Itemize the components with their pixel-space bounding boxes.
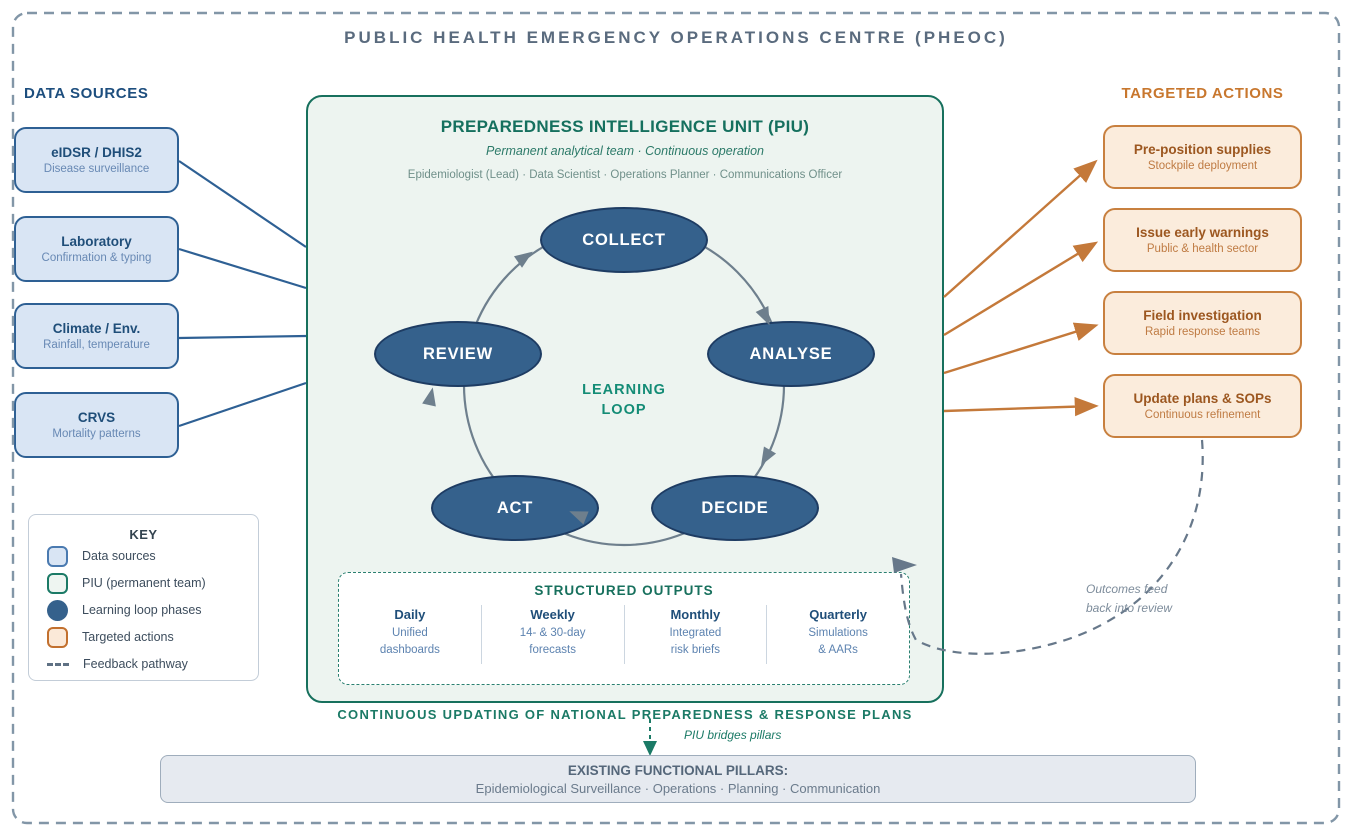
key-row-loop-phases: Learning loop phases	[29, 597, 258, 623]
loop-phase-act: ACT	[431, 475, 599, 541]
piu-subtitle: Permanent analytical team · Continuous o…	[486, 144, 764, 158]
feedback-label-line1: Outcomes feed	[1086, 582, 1168, 596]
dashed-line-swatch-icon	[47, 662, 69, 666]
loop-phase-swatch-icon	[47, 599, 68, 621]
output-column-quarterly: Quarterly Simulations & AARs	[766, 605, 909, 665]
action-title: Field investigation	[1143, 308, 1262, 323]
action-title: Pre-position supplies	[1133, 142, 1272, 157]
action-field-investigation: Field investigation Rapid response teams	[1103, 291, 1302, 355]
continuous-updating-banner: CONTINUOUS UPDATING OF NATIONAL PREPARED…	[337, 707, 913, 722]
feedback-label-line2: back into review	[1086, 600, 1173, 615]
output-line: Simulations	[808, 627, 868, 639]
feedback-path	[899, 439, 1204, 655]
piu-title: PREPAREDNESS INTELLIGENCE UNIT (PIU)	[440, 117, 810, 136]
diagram-title: PUBLIC HEALTH EMERGENCY OPERATIONS CENTR…	[344, 28, 1008, 47]
output-line: Unified	[391, 627, 428, 639]
structured-outputs-heading: STRUCTURED OUTPUTS	[534, 583, 714, 598]
data-source-eidsr-dhis2: eIDSR / DHIS2 Disease surveillance	[14, 127, 179, 193]
action-title: Issue early warnings	[1136, 225, 1269, 240]
data-source-title: CRVS	[77, 410, 116, 425]
piu-bridges-pillars-label: PIU bridges pillars	[684, 728, 782, 742]
action-title: Update plans & SOPs	[1133, 391, 1272, 406]
key-label: Learning loop phases	[82, 603, 202, 617]
output-line: 14- & 30-day	[519, 627, 586, 639]
loop-phase-decide: DECIDE	[651, 475, 819, 541]
output-line: Integrated	[669, 627, 722, 639]
action-update-plans-sops: Update plans & SOPs Continuous refinemen…	[1103, 374, 1302, 438]
action-subtitle: Continuous refinement	[1144, 409, 1261, 421]
key-row-feedback: Feedback pathway	[29, 651, 258, 677]
output-line: risk briefs	[670, 643, 720, 656]
output-title: Daily	[394, 607, 426, 622]
feedback-label: Outcomes feed back into review	[1086, 580, 1172, 617]
data-source-title: eIDSR / DHIS2	[51, 145, 142, 160]
output-title: Weekly	[530, 607, 575, 622]
learning-loop-label: LEARNING LOOP	[544, 381, 704, 420]
action-pre-position-supplies: Pre-position supplies Stockpile deployme…	[1103, 125, 1302, 189]
targeted-action-arrows	[943, 159, 1099, 417]
key-row-targeted-actions: Targeted actions	[29, 624, 258, 650]
data-source-subtitle: Disease surveillance	[43, 163, 150, 175]
data-source-crvs: CRVS Mortality patterns	[14, 392, 179, 458]
key-label: Data sources	[82, 549, 156, 563]
key-box: KEY Data sources PIU (permanent team) Le…	[28, 514, 259, 681]
output-column-monthly: Monthly Integrated risk briefs	[623, 605, 767, 665]
piu-swatch-icon	[47, 572, 68, 594]
data-source-subtitle: Confirmation & typing	[41, 252, 152, 264]
data-source-title: Laboratory	[61, 234, 132, 249]
targeted-actions-heading: TARGETED ACTIONS	[1121, 85, 1284, 102]
output-title: Quarterly	[809, 607, 868, 622]
key-row-piu: PIU (permanent team)	[29, 570, 258, 596]
pillars-list: Epidemiological Surveillance · Operation…	[475, 781, 881, 796]
data-source-subtitle: Mortality patterns	[52, 428, 141, 440]
loop-phase-review: REVIEW	[374, 321, 542, 387]
data-source-subtitle: Rainfall, temperature	[43, 339, 150, 351]
data-source-title: Climate / Env.	[52, 321, 141, 336]
action-subtitle: Stockpile deployment	[1147, 160, 1258, 172]
output-line: & AARs	[818, 643, 858, 656]
targeted-action-swatch-icon	[47, 626, 68, 648]
learning-loop-label-line2: LOOP	[601, 401, 647, 418]
output-line: dashboards	[379, 643, 440, 656]
action-subtitle: Public & health sector	[1146, 243, 1259, 255]
loop-phase-collect: COLLECT	[540, 207, 708, 273]
bridge-arrowhead-icon	[643, 741, 657, 756]
functional-pillars-box: EXISTING FUNCTIONAL PILLARS: Epidemiolog…	[160, 755, 1196, 803]
piu-team-roles: Epidemiologist (Lead) · Data Scientist ·…	[407, 169, 843, 181]
data-source-climate-env: Climate / Env. Rainfall, temperature	[14, 303, 179, 369]
loop-phase-analyse: ANALYSE	[707, 321, 875, 387]
output-title: Monthly	[670, 607, 721, 622]
key-label: PIU (permanent team)	[82, 576, 206, 590]
key-row-data-sources: Data sources	[29, 543, 258, 569]
output-column-daily: Daily Unified dashboards	[339, 605, 481, 664]
action-issue-early-warnings: Issue early warnings Public & health sec…	[1103, 208, 1302, 272]
key-label: Feedback pathway	[83, 657, 188, 671]
key-label: Targeted actions	[82, 630, 174, 644]
data-source-laboratory: Laboratory Confirmation & typing	[14, 216, 179, 282]
learning-loop-label-line1: LEARNING	[582, 382, 666, 398]
structured-outputs-box: STRUCTURED OUTPUTS Daily Unified dashboa…	[338, 572, 910, 685]
structured-outputs-columns: Daily Unified dashboards Weekly 14- & 30…	[339, 605, 909, 665]
pillars-title: EXISTING FUNCTIONAL PILLARS:	[567, 763, 789, 778]
data-sources-heading: DATA SOURCES	[24, 85, 149, 102]
data-source-connector-lines	[178, 160, 307, 428]
action-subtitle: Rapid response teams	[1144, 326, 1261, 338]
data-source-swatch-icon	[47, 545, 68, 567]
key-title: KEY	[129, 527, 158, 542]
output-column-weekly: Weekly 14- & 30-day forecasts	[480, 605, 624, 665]
bridge-arrow	[643, 719, 657, 756]
output-line: forecasts	[529, 643, 576, 656]
